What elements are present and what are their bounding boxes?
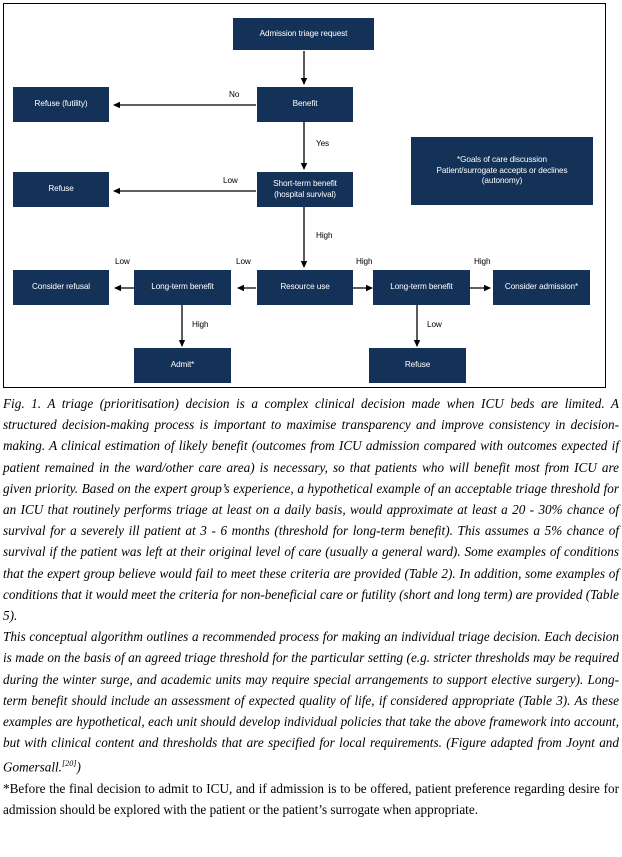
node-refuse-long-term[interactable]: Refuse — [369, 348, 466, 383]
flowchart-diagram: Admission triage request Refuse (futilit… — [4, 4, 605, 387]
edge-label-high-long-term-right: High — [474, 257, 491, 266]
node-benefit[interactable]: Benefit — [257, 87, 353, 122]
node-label: Long-term benefit — [390, 282, 453, 292]
node-label-line1: *Goals of care discussion — [457, 155, 547, 165]
node-label: Long-term benefit — [151, 282, 214, 292]
node-long-term-benefit-left[interactable]: Long-term benefit — [134, 270, 231, 305]
caption-paragraph-1: Fig. 1. A triage (prioritisation) decisi… — [3, 396, 619, 624]
edge-label-high-resource-use: High — [356, 257, 373, 266]
edge-label-low-long-term-left: Low — [115, 257, 130, 266]
edge-label-yes-benefit: Yes — [316, 139, 330, 148]
edge-label-no-benefit: No — [229, 90, 240, 99]
node-label-line1: Short-term benefit — [273, 179, 337, 188]
edge-label-high-long-term-left: High — [192, 320, 209, 329]
node-label: Consider admission* — [504, 282, 579, 292]
node-label: Refuse — [404, 360, 431, 370]
edge-label-low-resource-use: Low — [236, 257, 251, 266]
node-label-line2: Patient/surrogate accepts or declines — [436, 165, 568, 175]
node-consider-refusal[interactable]: Consider refusal — [13, 270, 109, 305]
node-label: Admit* — [170, 360, 195, 370]
node-label: Refuse — [48, 184, 74, 194]
node-label: Resource use — [280, 282, 330, 292]
caption-paragraph-2-text: This conceptual algorithm outlines a rec… — [3, 629, 619, 775]
node-label: Consider refusal — [31, 282, 90, 292]
node-goals-of-care[interactable]: *Goals of care discussion Patient/surrog… — [411, 137, 593, 205]
flowchart-connectors — [113, 51, 491, 347]
caption-paragraph-2: This conceptual algorithm outlines a rec… — [3, 626, 619, 778]
figure-caption: Fig. 1. A triage (prioritisation) decisi… — [3, 393, 619, 820]
figure-panel: Admission triage request Refuse (futilit… — [3, 3, 606, 388]
node-label-line2: (hospital survival) — [274, 189, 336, 199]
node-label: Refuse (futility) — [34, 99, 88, 109]
node-consider-admission[interactable]: Consider admission* — [493, 270, 590, 305]
caption-paragraph-2-tail: ) — [76, 759, 81, 775]
node-short-term-benefit[interactable]: Short-term benefit (hospital survival) — [257, 172, 353, 207]
node-long-term-benefit-right[interactable]: Long-term benefit — [373, 270, 470, 305]
edge-label-low-short-term: Low — [223, 176, 238, 185]
edge-label-low-long-term-right: Low — [427, 320, 442, 329]
node-admission-triage-request[interactable]: Admission triage request — [233, 18, 374, 50]
node-admit[interactable]: Admit* — [134, 348, 231, 383]
caption-reference-marker: [20] — [61, 759, 77, 769]
node-label: Benefit — [292, 99, 318, 109]
node-refuse-short-term[interactable]: Refuse — [13, 172, 109, 207]
node-label-line3: (autonomy) — [481, 176, 523, 186]
node-label: Admission triage request — [259, 28, 348, 38]
node-refuse-futility[interactable]: Refuse (futility) — [13, 87, 109, 122]
node-resource-use[interactable]: Resource use — [257, 270, 353, 305]
caption-footnote: *Before the final decision to admit to I… — [3, 781, 619, 818]
edge-label-high-short-term: High — [316, 231, 333, 240]
